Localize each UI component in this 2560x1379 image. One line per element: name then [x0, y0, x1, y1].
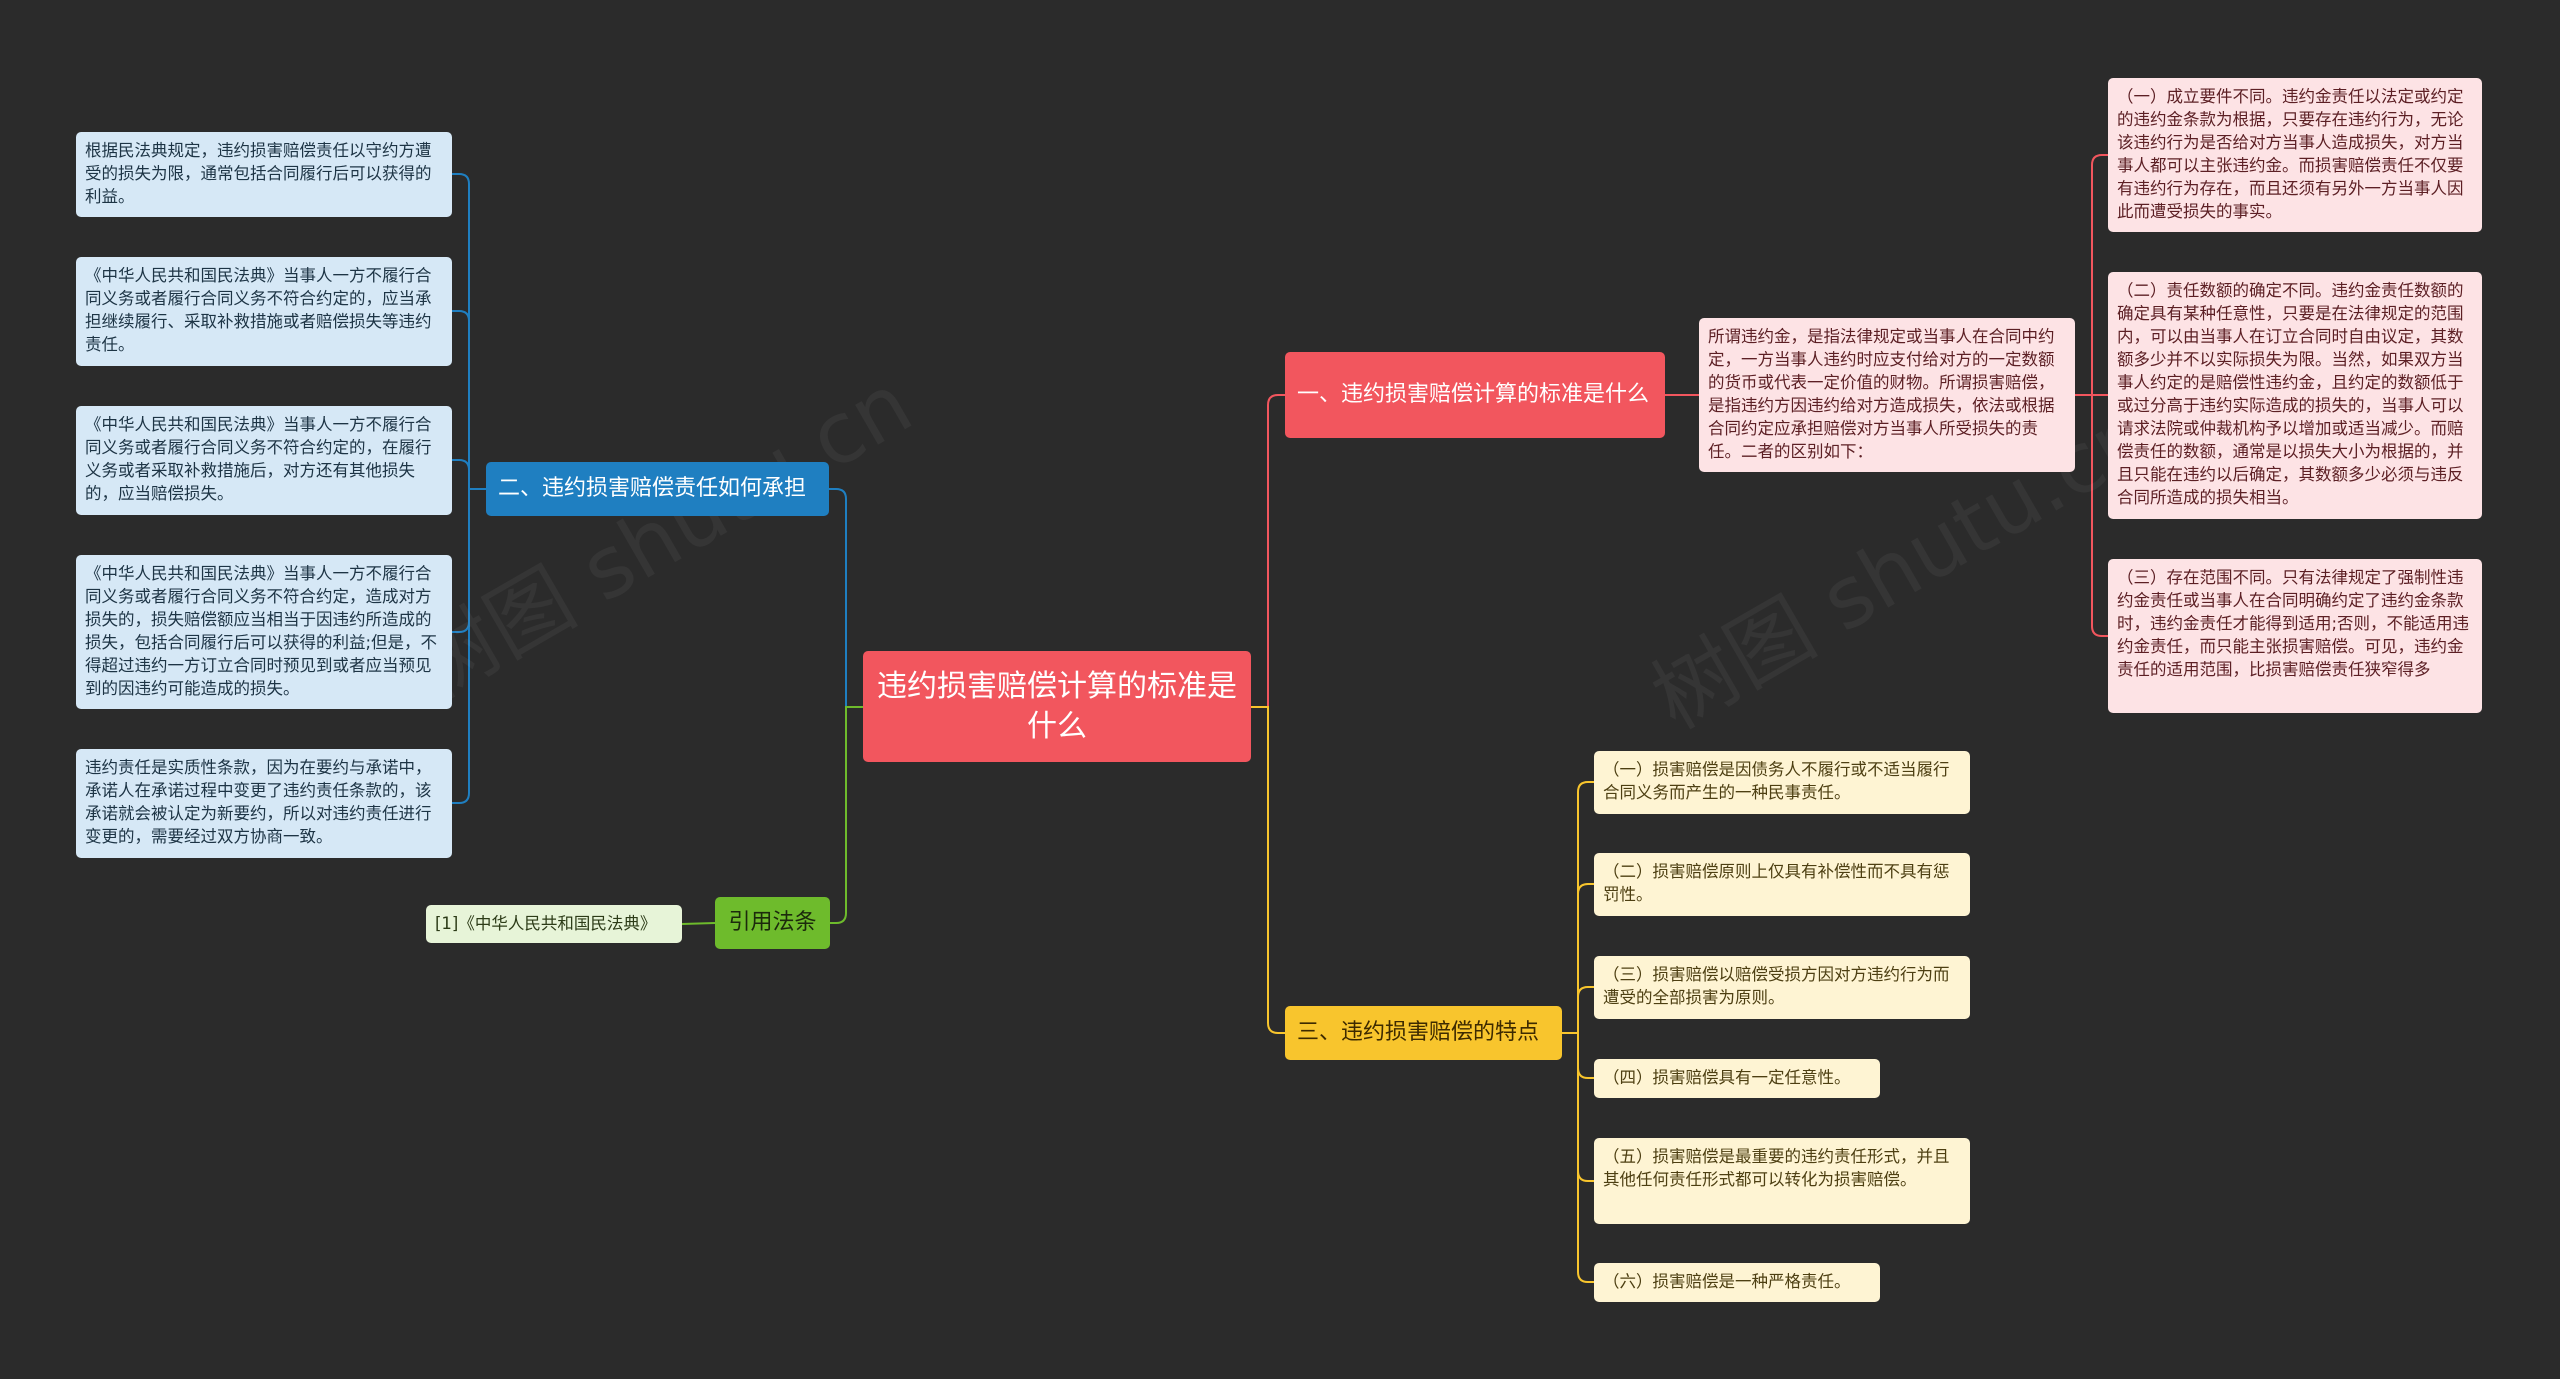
connector-definition-detail — [2075, 394, 2108, 637]
liability-item[interactable]: 《中华人民共和国民法典》当事人一方不履行合同义务或者履行合同义务不符合约定，造成… — [76, 555, 452, 709]
branch-standard-label: 一、违约损害赔偿计算的标准是什么 — [1297, 382, 1650, 407]
difference-item[interactable]: （二）责任数额的确定不同。违约金责任数额的确定具有某种任意性，只要是在法律规定的… — [2108, 272, 2482, 519]
feature-item[interactable]: （二）损害赔偿原则上仅具有补偿性而不具有惩罚性。 — [1594, 853, 1970, 916]
connector-branch3-item — [1562, 1032, 1594, 1283]
root-topic-label: 违约损害赔偿计算的标准是什么 — [877, 668, 1237, 744]
liability-item[interactable]: 违约责任是实质性条款，因为在要约与承诺中，承诺人在承诺过程中变更了违约责任条款的… — [76, 749, 452, 858]
citation-item[interactable]: [1]《中华人民共和国民法典》 — [426, 905, 682, 943]
connector-branch2-item — [452, 310, 486, 490]
feature-item[interactable]: （五）损害赔偿是最重要的违约责任形式，并且其他任何责任形式都可以转化为损害赔偿。 — [1594, 1138, 1970, 1224]
feature-item[interactable]: （四）损害赔偿具有一定任意性。 — [1594, 1059, 1880, 1098]
liability-item[interactable]: 《中华人民共和国民法典》当事人一方不履行合同义务或者履行合同义务不符合约定的，应… — [76, 257, 452, 366]
liability-item[interactable]: 根据民法典规定，违约损害赔偿责任以守约方遭受的损失为限，通常包括合同履行后可以获… — [76, 132, 452, 217]
liability-item[interactable]: 《中华人民共和国民法典》当事人一方不履行合同义务或者履行合同义务不符合约定的，在… — [76, 406, 452, 515]
difference-item[interactable]: （一）成立要件不同。违约金责任以法定或约定的违约金条款为根据，只要存在违约行为，… — [2108, 78, 2482, 232]
connector-branch2-item — [452, 488, 486, 804]
connector-root-branch3 — [1251, 706, 1285, 1034]
connector-branch3-item — [1562, 986, 1594, 1034]
connector-root-branch1 — [1251, 394, 1285, 708]
connector-root-branch4 — [830, 706, 863, 924]
feature-item[interactable]: （一）损害赔偿是因债务人不履行或不适当履行合同义务而产生的一种民事责任。 — [1594, 751, 1970, 814]
feature-item[interactable]: （六）损害赔偿是一种严格责任。 — [1594, 1263, 1880, 1302]
definition-note[interactable]: 所谓违约金，是指法律规定或当事人在合同中约定，一方当事人违约时应支付给对方的一定… — [1699, 318, 2075, 472]
branch-citations-label: 引用法条 — [728, 910, 817, 935]
branch-citations[interactable]: 引用法条 — [715, 897, 830, 949]
branch-liability[interactable]: 二、违约损害赔偿责任如何承担 — [486, 462, 829, 516]
connector-branch3-item — [1562, 883, 1594, 1034]
connector-branch2-item — [452, 459, 486, 490]
branch-features-label: 三、违约损害赔偿的特点 — [1297, 1020, 1540, 1045]
difference-item[interactable]: （三）存在范围不同。只有法律规定了强制性违约金责任或当事人在合同明确约定了违约金… — [2108, 559, 2482, 713]
connector-definition-detail — [2075, 154, 2108, 396]
root-topic[interactable]: 违约损害赔偿计算的标准是什么 — [863, 651, 1251, 762]
connector-branch2-item — [452, 173, 486, 490]
branch-standard[interactable]: 一、违约损害赔偿计算的标准是什么 — [1285, 352, 1665, 438]
feature-item[interactable]: （三）损害赔偿以赔偿受损方因对方违约行为而遭受的全部损害为原则。 — [1594, 956, 1970, 1019]
branch-features[interactable]: 三、违约损害赔偿的特点 — [1285, 1006, 1562, 1060]
connector-branch4-item — [681, 922, 716, 925]
connector-branch3-item — [1562, 781, 1594, 1034]
connector-root-branch2 — [829, 488, 863, 708]
branch-liability-label: 二、违约损害赔偿责任如何承担 — [498, 476, 807, 501]
